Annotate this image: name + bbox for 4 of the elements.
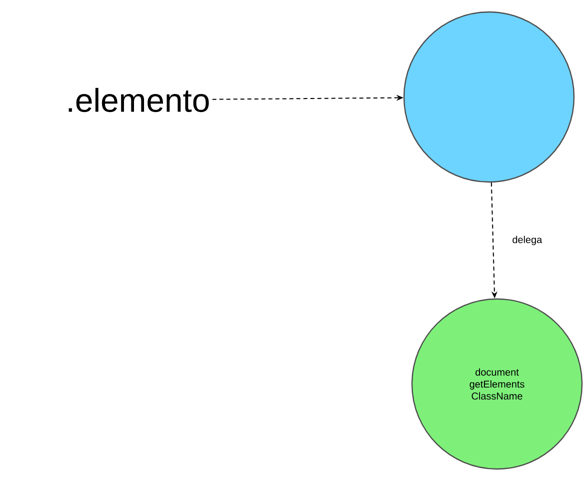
- circle-node: [403, 11, 575, 183]
- circle-node: document getElements ClassName: [411, 298, 583, 470]
- label-text: .elemento: [68, 88, 209, 112]
- edge-label: delega: [511, 234, 544, 246]
